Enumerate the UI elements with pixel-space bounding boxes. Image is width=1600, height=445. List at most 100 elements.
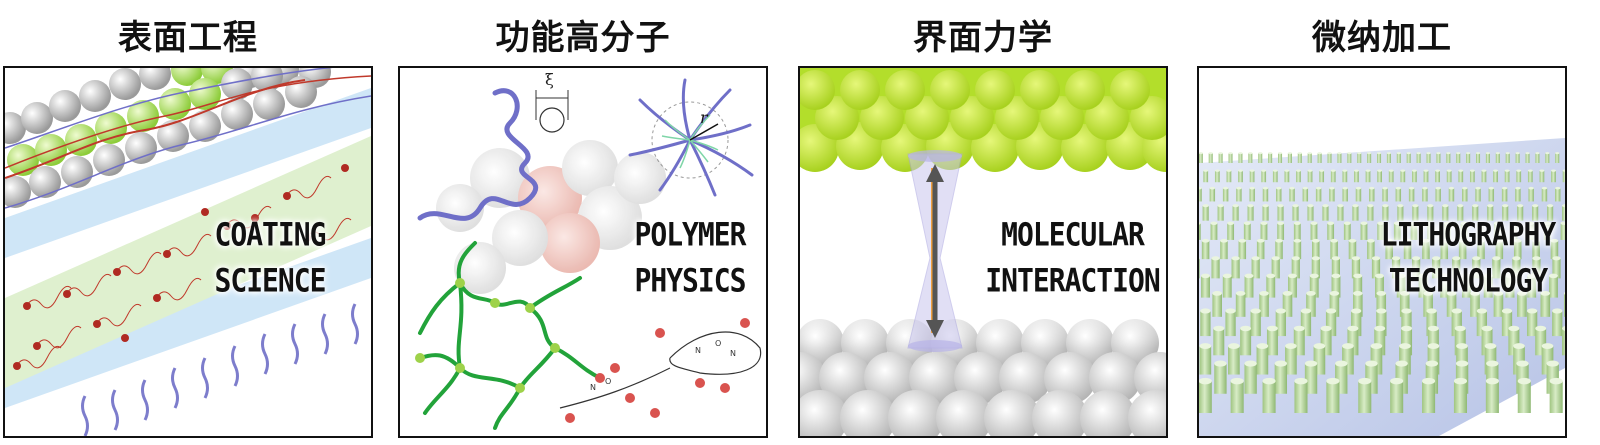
pillar xyxy=(1452,258,1461,279)
pillar-top xyxy=(1455,360,1469,367)
pillar-top xyxy=(1483,273,1493,279)
pillar-top xyxy=(1427,343,1440,349)
pillar-top xyxy=(1275,308,1286,314)
caption-polymer-physics: POLYMER PHYSICS xyxy=(615,212,765,304)
pillar-top xyxy=(1502,204,1509,208)
pillar-top xyxy=(1427,221,1435,225)
caption-line-2: TECHNOLOGY xyxy=(1388,261,1549,300)
pillar xyxy=(1532,205,1539,221)
pillar-top xyxy=(1376,308,1387,314)
pillar xyxy=(1443,223,1451,240)
pillar xyxy=(1515,188,1521,202)
pillar-top xyxy=(1422,186,1428,190)
pillar xyxy=(1238,170,1243,183)
pillar xyxy=(1396,153,1401,163)
svg-text:N: N xyxy=(730,349,736,358)
pillar xyxy=(1552,258,1561,279)
pillar-top xyxy=(1272,169,1278,172)
pillar-top xyxy=(1541,343,1554,349)
pillar xyxy=(1458,240,1467,260)
pillar xyxy=(1451,310,1462,337)
pillar xyxy=(1460,223,1468,240)
pillar-top xyxy=(1412,204,1419,208)
pillar xyxy=(1266,275,1276,298)
pillar xyxy=(1386,153,1391,163)
pillar-top xyxy=(1446,152,1451,155)
pillar xyxy=(1422,240,1430,260)
pillar-top xyxy=(1476,308,1488,314)
pillar xyxy=(1330,170,1336,183)
pillar-top xyxy=(1360,221,1368,225)
pillar xyxy=(1352,205,1359,221)
pillar-top xyxy=(1456,152,1461,155)
pillar xyxy=(1505,275,1515,298)
pillar xyxy=(1351,258,1361,279)
pillar xyxy=(1487,205,1494,221)
coating-illustration xyxy=(5,68,371,436)
pillar-top xyxy=(1469,169,1475,172)
pillar xyxy=(1446,170,1452,183)
pillar-top xyxy=(1213,325,1225,332)
pillar-top xyxy=(1358,377,1372,385)
pillar-top xyxy=(1271,256,1280,261)
pillar xyxy=(1399,346,1411,375)
pillar xyxy=(1201,240,1210,260)
pillar xyxy=(1488,188,1495,202)
pillar-top xyxy=(1408,186,1415,190)
pillar-top xyxy=(1211,256,1220,261)
pillar-top xyxy=(1236,186,1242,190)
pillar-top xyxy=(1347,325,1359,332)
pillar xyxy=(1527,170,1533,183)
pillar-top xyxy=(1217,204,1224,208)
pillar xyxy=(1401,328,1413,356)
pillar-top xyxy=(1294,377,1308,385)
pillar xyxy=(1501,310,1513,337)
pillar xyxy=(1412,258,1421,279)
pillar xyxy=(1453,381,1467,413)
pillar xyxy=(1435,170,1440,183)
pillar-top xyxy=(1262,204,1269,208)
pillar xyxy=(1515,153,1520,163)
pillar xyxy=(1271,258,1280,279)
pillar-top xyxy=(1406,152,1411,155)
pillar xyxy=(1388,170,1394,183)
pillar-top xyxy=(1485,152,1490,155)
pillar-top xyxy=(1526,308,1538,314)
pillar xyxy=(1466,153,1471,163)
pillar xyxy=(1367,240,1375,260)
pillar xyxy=(1199,153,1203,163)
pillar xyxy=(1508,328,1520,356)
pillar xyxy=(1517,205,1524,221)
pillar-top xyxy=(1222,273,1232,279)
pillar xyxy=(1390,381,1404,413)
pillar xyxy=(1226,170,1232,183)
pillar xyxy=(1282,293,1293,317)
pillar-top xyxy=(1248,152,1253,155)
pillar-top xyxy=(1337,204,1344,208)
pillar xyxy=(1342,170,1348,183)
pillar-top xyxy=(1274,360,1288,367)
pillar-top xyxy=(1225,308,1236,314)
pillar xyxy=(1375,275,1384,298)
pillar-array-illustration xyxy=(1199,138,1565,436)
pillar-top xyxy=(1249,186,1255,190)
pillar xyxy=(1199,258,1200,279)
pillar xyxy=(1550,240,1559,260)
pillar xyxy=(1200,310,1211,337)
pillar-top xyxy=(1548,273,1558,279)
pillar xyxy=(1329,293,1340,317)
pillar-top xyxy=(1532,204,1539,208)
pillar-top xyxy=(1481,169,1487,172)
pillar xyxy=(1532,258,1541,279)
caption-line-1: LITHOGRAPHY xyxy=(1380,215,1556,254)
pillar xyxy=(1442,205,1449,221)
pillar xyxy=(1227,223,1235,240)
pillar xyxy=(1214,363,1227,394)
pillar-top xyxy=(1342,343,1354,349)
pillar xyxy=(1555,153,1560,163)
pillar xyxy=(1369,188,1375,202)
pillar-top xyxy=(1432,256,1441,261)
pillar-top xyxy=(1487,204,1494,208)
pillar xyxy=(1422,188,1428,202)
